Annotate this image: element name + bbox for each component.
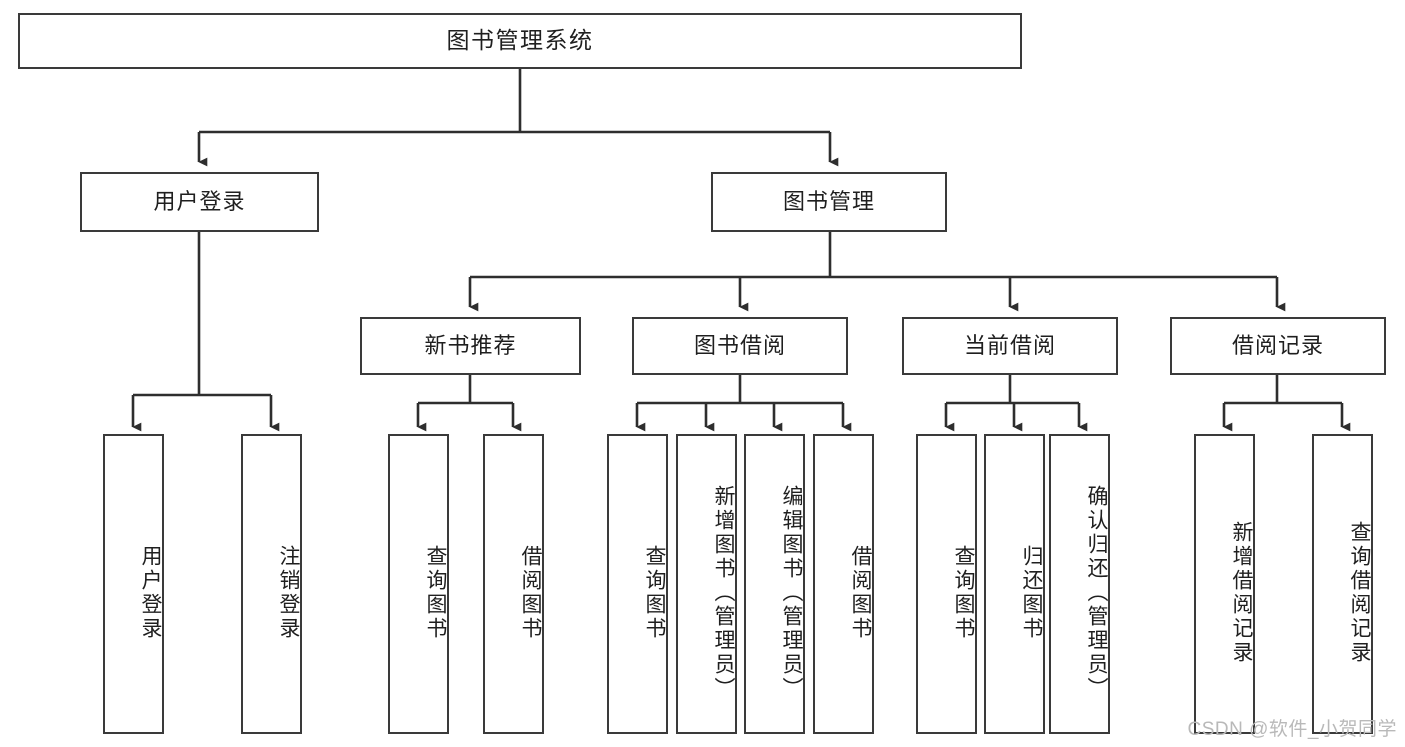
node-label: 新书推荐 xyxy=(424,333,517,359)
node-label: 查询图书 xyxy=(424,545,447,641)
node-label: 借阅图书 xyxy=(519,545,542,641)
node-label: 查询图书 xyxy=(952,545,975,641)
leaf-current-return-book[interactable]: 归还图书 xyxy=(984,434,1045,734)
node-label: 确认归还（管理员） xyxy=(1085,485,1108,701)
leaf-borrow-add-book[interactable]: 新增图书（管理员） xyxy=(676,434,737,734)
node-label: 查询图书 xyxy=(643,545,666,641)
node-current-borrow[interactable]: 当前借阅 xyxy=(902,317,1118,375)
node-label: 图书管理 xyxy=(782,189,875,215)
node-label: 查询借阅记录 xyxy=(1348,521,1371,665)
node-label: 编辑图书（管理员） xyxy=(780,485,803,701)
node-label: 借阅图书 xyxy=(849,545,872,641)
node-label: 图书管理系统 xyxy=(446,27,594,54)
node-user-login[interactable]: 用户登录 xyxy=(80,172,319,232)
node-borrow-record[interactable]: 借阅记录 xyxy=(1170,317,1386,375)
node-label: 图书借阅 xyxy=(693,333,786,359)
leaf-user-login-logout[interactable]: 注销登录 xyxy=(241,434,302,734)
leaf-record-add[interactable]: 新增借阅记录 xyxy=(1194,434,1255,734)
node-label: 借阅记录 xyxy=(1231,333,1324,359)
node-book-management[interactable]: 图书管理 xyxy=(711,172,947,232)
node-new-book-recommend[interactable]: 新书推荐 xyxy=(360,317,581,375)
node-label: 新增图书（管理员） xyxy=(712,485,735,701)
leaf-new-book-borrow[interactable]: 借阅图书 xyxy=(483,434,544,734)
leaf-record-query[interactable]: 查询借阅记录 xyxy=(1312,434,1373,734)
node-label: 用户登录 xyxy=(139,545,162,641)
csdn-watermark: CSDN @软件_小贺同学 xyxy=(1187,719,1397,740)
leaf-current-confirm-return[interactable]: 确认归还（管理员） xyxy=(1049,434,1110,734)
leaf-current-query-book[interactable]: 查询图书 xyxy=(916,434,977,734)
leaf-borrow-query-book[interactable]: 查询图书 xyxy=(607,434,668,734)
node-label: 新增借阅记录 xyxy=(1230,521,1253,665)
node-label: 归还图书 xyxy=(1020,545,1043,641)
node-book-borrow[interactable]: 图书借阅 xyxy=(632,317,848,375)
leaf-new-book-query[interactable]: 查询图书 xyxy=(388,434,449,734)
node-label: 当前借阅 xyxy=(963,333,1056,359)
node-root-system[interactable]: 图书管理系统 xyxy=(18,13,1022,69)
node-label: 注销登录 xyxy=(277,545,300,641)
leaf-borrow-borrow-book[interactable]: 借阅图书 xyxy=(813,434,874,734)
leaf-borrow-edit-book[interactable]: 编辑图书（管理员） xyxy=(744,434,805,734)
node-label: 用户登录 xyxy=(153,189,246,215)
leaf-user-login-login[interactable]: 用户登录 xyxy=(103,434,164,734)
